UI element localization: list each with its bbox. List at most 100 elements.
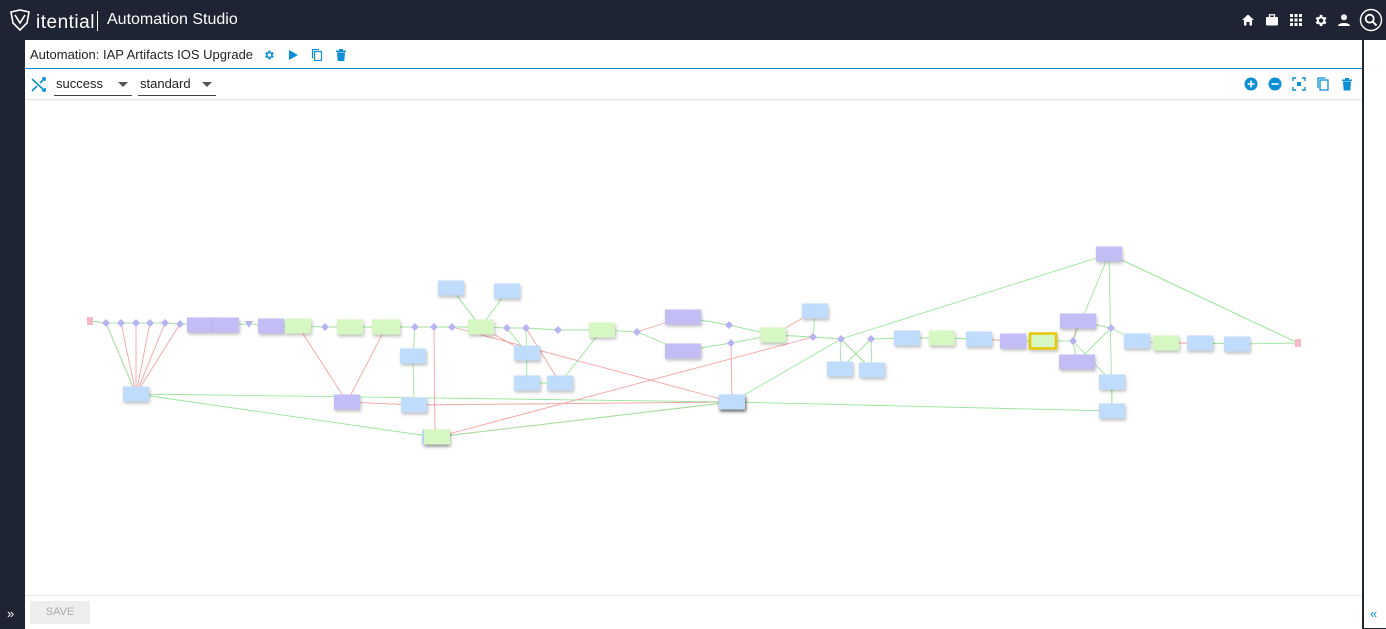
task-node[interactable] <box>187 317 213 333</box>
decision-node[interactable] <box>1107 324 1115 332</box>
success-transition[interactable] <box>731 401 1113 412</box>
task-node[interactable] <box>400 348 426 364</box>
task-node[interactable] <box>1060 313 1096 329</box>
search-icon[interactable] <box>1356 8 1386 32</box>
decision-node[interactable] <box>503 324 511 332</box>
task-node[interactable] <box>468 319 494 335</box>
task-node[interactable] <box>665 309 701 325</box>
task-node[interactable] <box>1000 333 1026 349</box>
task-node[interactable] <box>929 330 955 346</box>
decision-node[interactable] <box>102 319 110 327</box>
error-transition[interactable] <box>413 401 733 406</box>
task-node[interactable] <box>859 362 885 378</box>
success-transition[interactable] <box>525 327 559 331</box>
task-node[interactable] <box>258 318 284 334</box>
zoom-out-icon[interactable] <box>1266 75 1284 93</box>
error-transition[interactable] <box>451 326 733 403</box>
trash-icon[interactable] <box>333 47 349 63</box>
task-node[interactable] <box>1224 336 1250 352</box>
merge-node[interactable] <box>245 321 253 328</box>
play-icon[interactable] <box>285 47 301 63</box>
decision-node[interactable] <box>321 323 329 331</box>
success-transition[interactable] <box>135 393 436 438</box>
copy-icon[interactable] <box>1314 75 1332 93</box>
decision-node[interactable] <box>727 339 735 347</box>
task-node[interactable] <box>514 345 540 361</box>
success-transition[interactable] <box>412 355 415 406</box>
shuffle-icon[interactable] <box>31 77 47 98</box>
task-node[interactable] <box>213 317 239 333</box>
task-node[interactable] <box>719 394 745 410</box>
error-transition[interactable] <box>135 323 181 395</box>
task-node[interactable] <box>589 322 615 338</box>
copy-icon[interactable] <box>309 47 325 63</box>
task-node[interactable] <box>123 386 149 402</box>
collapse-right-icon[interactable]: « <box>1370 606 1378 621</box>
decision-node[interactable] <box>430 323 438 331</box>
success-transition[interactable] <box>731 338 842 403</box>
task-node[interactable] <box>424 429 450 445</box>
error-transition[interactable] <box>135 322 151 395</box>
gear-icon[interactable] <box>1308 8 1332 32</box>
start-end-node[interactable] <box>1295 339 1301 347</box>
briefcase-icon[interactable] <box>1260 8 1284 32</box>
error-transition[interactable] <box>433 326 436 438</box>
error-transition[interactable] <box>436 336 814 438</box>
task-node[interactable] <box>1096 246 1122 262</box>
decision-node[interactable] <box>633 328 641 336</box>
home-icon[interactable] <box>1236 8 1260 32</box>
task-node[interactable] <box>1153 335 1179 351</box>
decision-node[interactable] <box>117 319 125 327</box>
decision-node[interactable] <box>554 326 562 334</box>
task-node[interactable] <box>1187 335 1213 351</box>
transition-filter-select[interactable]: success <box>54 73 132 96</box>
view-mode-select[interactable]: standard <box>138 73 216 96</box>
user-icon[interactable] <box>1332 8 1356 32</box>
task-node[interactable] <box>665 343 701 359</box>
task-node[interactable] <box>760 327 786 343</box>
task-node[interactable] <box>966 331 992 347</box>
gear-icon[interactable] <box>261 47 277 63</box>
success-transition[interactable] <box>135 393 733 403</box>
zoom-in-icon[interactable] <box>1242 75 1260 93</box>
task-node[interactable] <box>827 361 853 377</box>
error-transition[interactable] <box>525 327 561 384</box>
success-transition[interactable] <box>559 329 603 384</box>
task-node[interactable] <box>372 319 400 335</box>
decision-node[interactable] <box>161 319 169 327</box>
task-node[interactable] <box>337 319 363 335</box>
task-node[interactable] <box>1059 354 1095 370</box>
task-node[interactable] <box>547 375 573 391</box>
decision-node[interactable] <box>146 319 154 327</box>
trash-icon[interactable] <box>1338 75 1356 93</box>
task-node[interactable] <box>1124 333 1150 349</box>
decision-node[interactable] <box>132 319 140 327</box>
expand-left-icon[interactable]: » <box>7 606 15 621</box>
decision-node[interactable] <box>448 323 456 331</box>
start-end-node[interactable] <box>87 317 93 325</box>
success-transition[interactable] <box>812 336 842 340</box>
decision-node[interactable] <box>522 324 530 332</box>
error-transition[interactable] <box>297 325 348 403</box>
brand-logo[interactable]: itential <box>8 8 95 37</box>
success-transition[interactable] <box>1108 253 1299 344</box>
task-node[interactable] <box>438 280 464 296</box>
decision-node[interactable] <box>1069 337 1077 345</box>
workflow-canvas[interactable] <box>25 99 1362 594</box>
task-node[interactable] <box>334 394 360 410</box>
success-transition[interactable] <box>840 253 1110 340</box>
task-node[interactable] <box>514 375 540 391</box>
error-transition[interactable] <box>135 322 166 395</box>
error-transition[interactable] <box>730 342 733 403</box>
save-button[interactable]: SAVE <box>30 601 90 624</box>
decision-node[interactable] <box>809 333 817 341</box>
decision-node[interactable] <box>411 323 419 331</box>
success-transition[interactable] <box>436 401 733 438</box>
task-node[interactable] <box>894 330 920 346</box>
decision-node[interactable] <box>837 335 845 343</box>
task-node[interactable] <box>285 318 311 334</box>
task-node[interactable] <box>401 397 427 413</box>
fit-screen-icon[interactable] <box>1290 75 1308 93</box>
apps-grid-icon[interactable] <box>1284 8 1308 32</box>
task-node[interactable] <box>802 303 828 319</box>
